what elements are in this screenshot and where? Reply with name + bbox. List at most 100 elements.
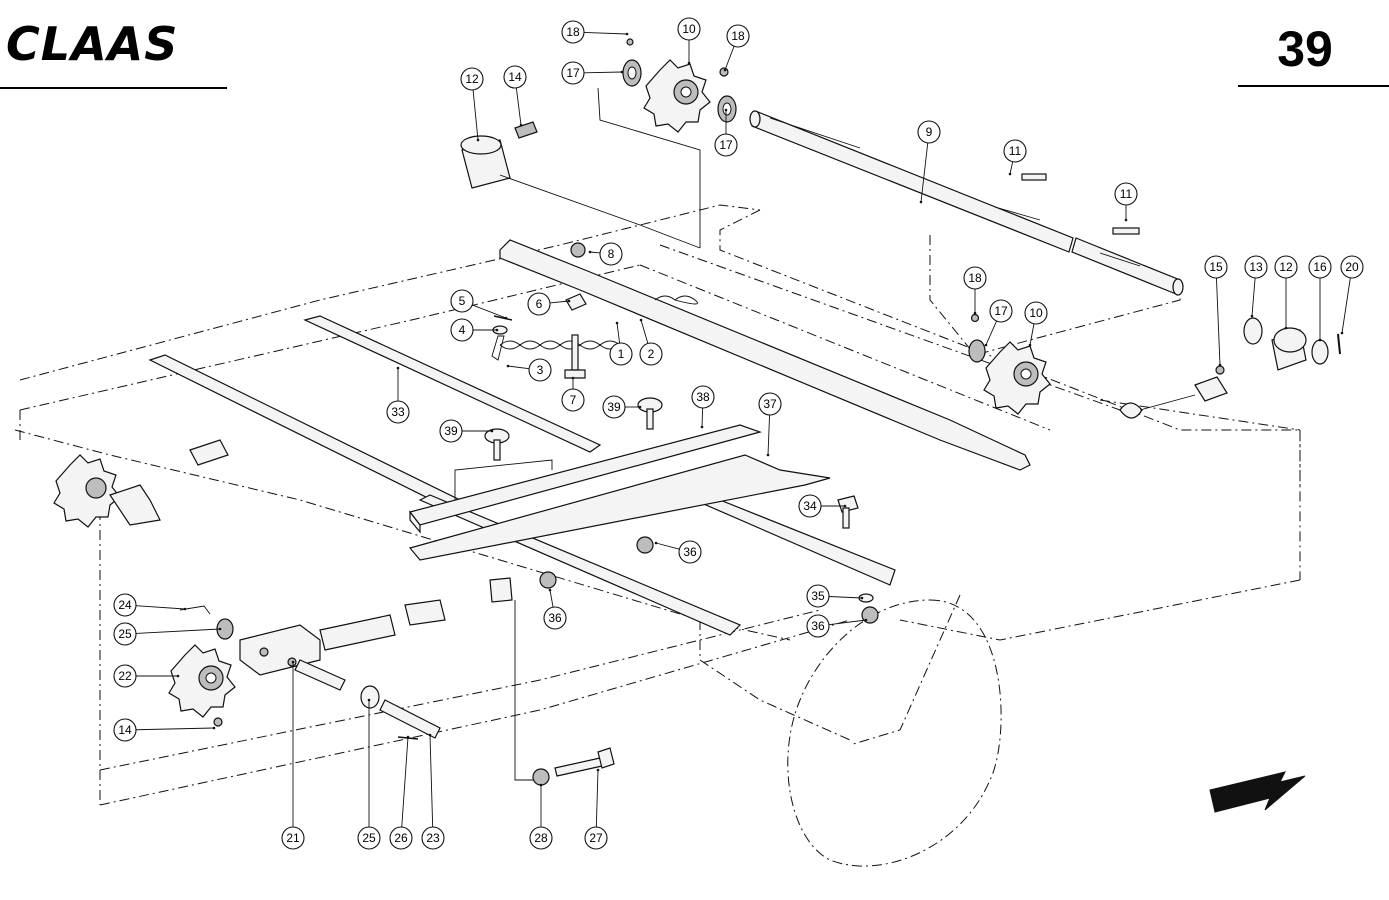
callout-leader — [507, 365, 530, 370]
bearing-17-right — [968, 339, 986, 363]
washer-13 — [1243, 317, 1263, 345]
bearing-17-upper-right — [717, 95, 737, 123]
callout-leader — [655, 542, 680, 550]
callout-label: 10 — [1029, 306, 1043, 320]
callout-25: 25 — [357, 698, 381, 850]
callout-label: 24 — [118, 598, 132, 612]
callout-22: 22 — [113, 664, 180, 688]
callout-circle — [584, 826, 608, 850]
callout-circle — [1340, 255, 1364, 279]
callout-circle — [357, 826, 381, 850]
callout-circle — [1274, 255, 1298, 279]
callout-leader-end — [1028, 343, 1032, 347]
callout-leader — [985, 320, 997, 346]
callout-leader-end — [1340, 331, 1344, 335]
callout-label: 36 — [548, 611, 562, 625]
leader-bushing — [499, 174, 701, 249]
callout-label: 35 — [811, 589, 825, 603]
callout-circle — [963, 266, 987, 290]
bushing-12-upper — [460, 135, 511, 189]
callout-circle — [528, 358, 552, 382]
callout-39: 39 — [439, 419, 494, 443]
callout-leader — [429, 734, 434, 828]
chain-lock-6 — [565, 293, 587, 311]
callout-circle — [281, 826, 305, 850]
callout-leader-end — [1008, 172, 1012, 176]
callout-label: 14 — [508, 70, 522, 84]
callout-9: 9 — [917, 120, 941, 204]
callout-20: 20 — [1340, 255, 1364, 335]
callout-leader-end — [212, 726, 216, 730]
callout-label: 8 — [608, 247, 615, 261]
callout-leader-end — [506, 364, 510, 368]
callout-label: 38 — [696, 390, 710, 404]
callout-leader — [1215, 277, 1221, 366]
callout-leader — [401, 736, 409, 828]
callout-33: 33 — [386, 366, 410, 424]
sprocket-10-upper — [643, 59, 711, 133]
bolt-7 — [564, 334, 586, 379]
callout-leader-end — [567, 299, 571, 303]
callout-leader-end — [396, 366, 400, 370]
cotter-pin-20 — [1337, 333, 1341, 355]
callout-label: 12 — [1279, 260, 1293, 274]
callout-label: 9 — [926, 125, 933, 139]
callout-circle — [806, 614, 830, 638]
callout-18: 18 — [561, 20, 629, 44]
callout-leader — [616, 322, 621, 344]
callout-circle — [450, 289, 474, 313]
callout-leader-end — [291, 660, 295, 664]
bolt-34 — [837, 495, 859, 529]
grease-nipple-14b — [213, 717, 223, 727]
callout-leader — [549, 589, 554, 608]
callout-leader — [472, 89, 479, 141]
bearing-17-upper-left — [622, 59, 642, 87]
callout-leader — [589, 251, 601, 254]
callout-leader-end — [860, 596, 864, 600]
callout-leader — [472, 304, 507, 319]
callout-circle — [1308, 255, 1332, 279]
sprocket-left-edge — [53, 454, 121, 528]
callout-17: 17 — [984, 299, 1013, 347]
callout-leader-end — [638, 405, 642, 409]
callout-14: 14 — [503, 65, 527, 127]
pin-24 — [179, 605, 211, 615]
callout-leader-end — [984, 343, 988, 347]
callout-label: 21 — [286, 831, 300, 845]
shaft-end — [1119, 402, 1143, 419]
callout-circle — [113, 593, 137, 617]
leader-bolt — [514, 600, 533, 781]
callout-label: 17 — [994, 304, 1008, 318]
callout-21: 21 — [281, 660, 305, 850]
callout-36: 36 — [806, 614, 868, 638]
callout-4: 4 — [450, 318, 499, 342]
callout-label: 2 — [648, 347, 655, 361]
nut-36a — [636, 536, 654, 554]
callout-label: 17 — [566, 66, 580, 80]
callout-circle — [691, 385, 715, 409]
callout-circle — [1024, 301, 1048, 325]
nut-8 — [570, 242, 586, 258]
drive-shaft-9 — [749, 110, 1184, 296]
callout-leader-end — [687, 61, 691, 65]
chain-1 — [499, 295, 698, 350]
callout-circle — [989, 299, 1013, 323]
nut-28 — [532, 768, 550, 786]
callout-17: 17 — [561, 61, 624, 85]
callout-label: 28 — [534, 831, 548, 845]
callout-24: 24 — [113, 593, 187, 617]
callout-circle — [602, 395, 626, 419]
callout-11: 11 — [1114, 182, 1138, 222]
callout-circle — [113, 718, 137, 742]
callout-circle — [714, 133, 738, 157]
carriage-bolt-39b — [637, 397, 663, 430]
callout-18: 18 — [723, 24, 750, 72]
callout-label: 14 — [118, 723, 132, 737]
callout-circle — [561, 20, 585, 44]
callout-leader-end — [176, 674, 180, 678]
bearing-flange-15 — [1194, 365, 1228, 402]
callout-leader-end — [919, 200, 923, 204]
shaft-key-11a — [1021, 173, 1047, 181]
callout-leader-end — [724, 108, 728, 112]
callout-circle — [389, 826, 413, 850]
